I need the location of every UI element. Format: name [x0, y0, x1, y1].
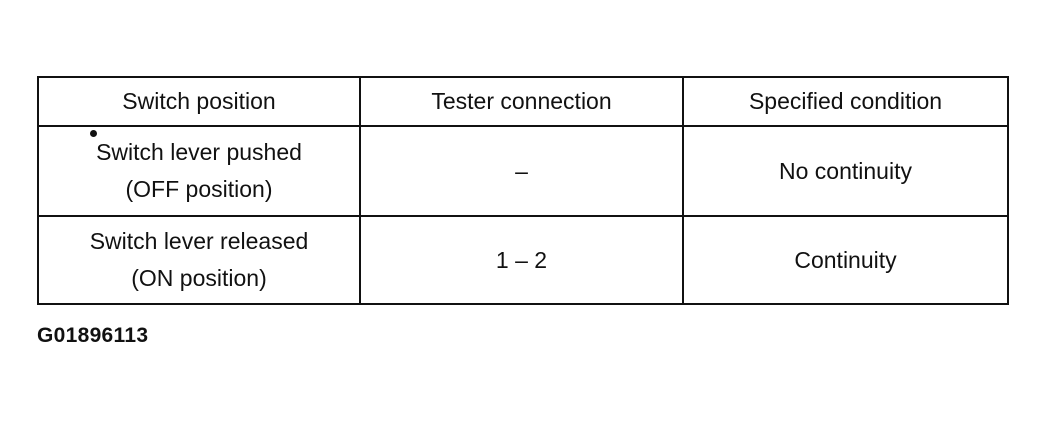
switch-position-line: (ON position) — [131, 265, 267, 291]
cell-tester-connection: – — [359, 125, 684, 217]
switch-position-line: (OFF position) — [125, 176, 273, 202]
table-row: Switch lever pushed (OFF position) – No … — [37, 125, 1009, 217]
switch-position-line: Switch lever released — [89, 228, 309, 254]
figure-id-label: G01896113 — [37, 324, 149, 347]
cell-switch-position: Switch lever pushed (OFF position) — [37, 125, 361, 217]
specification-table: Switch position Tester connection Specif… — [37, 76, 1009, 305]
header-specified-condition: Specified condition — [682, 76, 1009, 127]
header-tester-connection: Tester connection — [359, 76, 684, 127]
table-header-row: Switch position Tester connection Specif… — [37, 76, 1009, 127]
table-row: Switch lever released (ON position) 1 – … — [37, 215, 1009, 305]
header-switch-position: Switch position — [37, 76, 361, 127]
switch-position-line: Switch lever pushed — [96, 139, 302, 165]
bullet-dot-mark — [90, 130, 97, 137]
cell-tester-connection: 1 – 2 — [359, 215, 684, 305]
cell-specified-condition: Continuity — [682, 215, 1009, 305]
cell-switch-position: Switch lever released (ON position) — [37, 215, 361, 305]
cell-specified-condition: No continuity — [682, 125, 1009, 217]
